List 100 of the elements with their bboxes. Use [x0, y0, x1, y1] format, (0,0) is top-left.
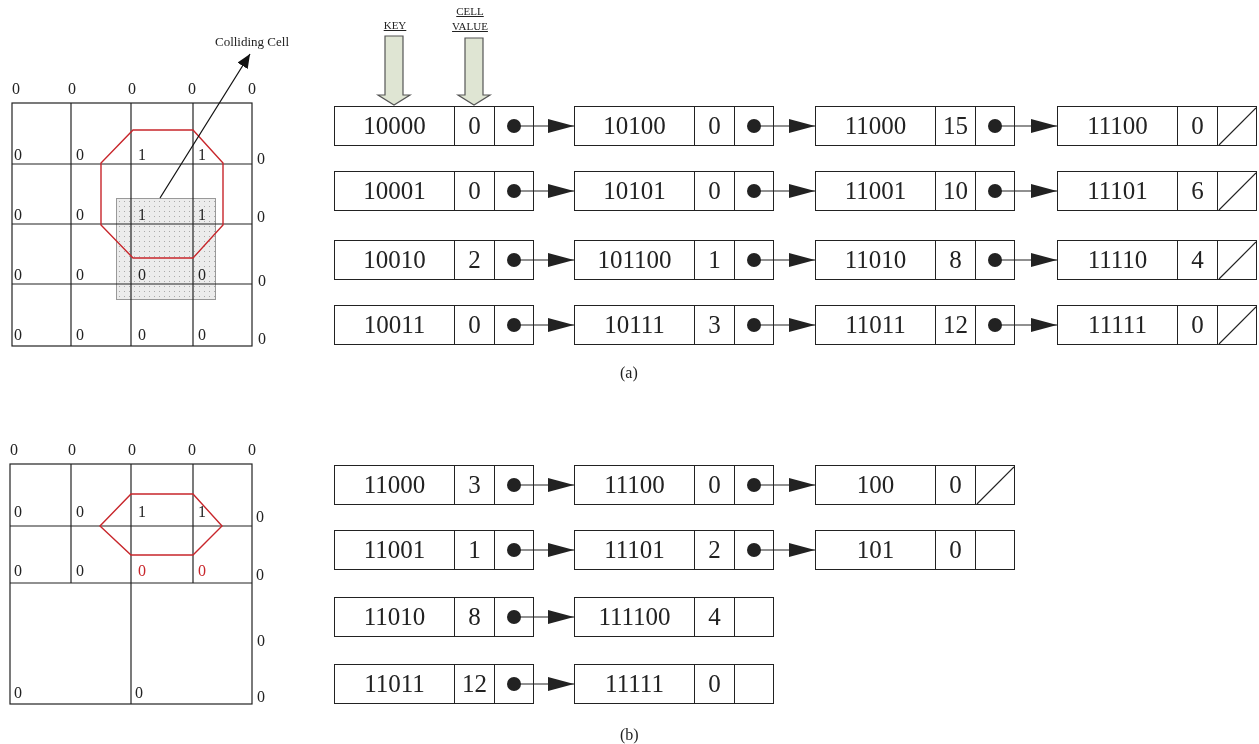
linked-list-node [334, 664, 534, 704]
value-field: 0 [936, 531, 976, 569]
key-field: 11011 [816, 306, 936, 344]
grid-value: 0 [10, 441, 18, 459]
grid-value: 0 [138, 266, 146, 284]
grid-value: 0 [14, 562, 22, 580]
value-field: 0 [936, 466, 976, 504]
linked-list-node [574, 664, 774, 704]
grid-value: 0 [257, 632, 265, 650]
key-field: 111100 [575, 598, 695, 636]
callout-text: Colliding Cell [206, 34, 298, 50]
value-field: 10 [936, 172, 976, 210]
grid-value: 0 [198, 266, 206, 284]
key-field: 11111 [575, 665, 695, 703]
value-field: 2 [455, 241, 495, 279]
value-field: 4 [695, 598, 735, 636]
pointer-arrow [747, 253, 816, 267]
grid-value: 0 [198, 326, 206, 344]
key-field: 10010 [335, 241, 455, 279]
key-field: 100 [816, 466, 936, 504]
pointer-arrow [747, 478, 816, 492]
grid-value: 0 [14, 146, 22, 164]
key-field: 11000 [816, 107, 936, 145]
pointer-arrow [988, 119, 1058, 133]
key-field: 11100 [575, 466, 695, 504]
grid-value: 0 [14, 503, 22, 521]
grid-value: 0 [76, 206, 84, 224]
linked-list-node [334, 106, 534, 146]
block-arrow [375, 35, 413, 106]
value-field: 4 [1178, 241, 1218, 279]
linked-list-node [1057, 305, 1257, 345]
grid-value: 0 [138, 562, 146, 580]
value-field: 3 [695, 306, 735, 344]
grid-value: 0 [76, 146, 84, 164]
grid-value: 0 [14, 684, 22, 702]
value-field: 0 [1178, 306, 1218, 344]
key-field: 10101 [575, 172, 695, 210]
value-field: 12 [455, 665, 495, 703]
linked-list-node [574, 305, 774, 345]
grid-value: 0 [76, 562, 84, 580]
value-field: 8 [455, 598, 495, 636]
key-field: 11001 [335, 531, 455, 569]
key-field: 11101 [1058, 172, 1178, 210]
pointer-arrow [507, 184, 575, 198]
grid-value: 0 [188, 80, 196, 98]
key-field: 11100 [1058, 107, 1178, 145]
grid-value: 0 [76, 503, 84, 521]
linked-list-node [574, 240, 774, 280]
grid-value: 0 [257, 688, 265, 706]
pointer-arrow [747, 184, 816, 198]
grid-value: 0 [258, 330, 266, 348]
grid-value: 1 [198, 146, 206, 164]
grid-value: 0 [68, 80, 76, 98]
key-field: 10100 [575, 107, 695, 145]
pointer-arrow [988, 318, 1058, 332]
grid-value: 0 [258, 272, 266, 290]
grid-value: 1 [198, 503, 206, 521]
key-field: 101100 [575, 241, 695, 279]
linked-list-node [574, 465, 774, 505]
key-field: 10000 [335, 107, 455, 145]
grid-value: 0 [14, 266, 22, 284]
grid-value: 0 [128, 441, 136, 459]
key-field: 11110 [1058, 241, 1178, 279]
linked-list-node [1057, 106, 1257, 146]
grid-value: 0 [76, 326, 84, 344]
value-field: 0 [455, 172, 495, 210]
grid-value: 0 [248, 80, 256, 98]
panel-caption: (a) [620, 364, 638, 382]
value-field: 0 [1178, 107, 1218, 145]
key-field: 10111 [575, 306, 695, 344]
value-field: 0 [695, 107, 735, 145]
value-field: 15 [936, 107, 976, 145]
grid-value: 0 [138, 326, 146, 344]
linked-list-node [574, 530, 774, 570]
grid-value: 1 [138, 146, 146, 164]
grid-value: 0 [135, 684, 143, 702]
linked-list-node [334, 530, 534, 570]
value-field: 0 [695, 172, 735, 210]
linked-list-node [574, 106, 774, 146]
key-field: 11111 [1058, 306, 1178, 344]
linked-list-node [815, 465, 1015, 505]
linked-list-node [815, 305, 1015, 345]
pointer-arrow [507, 478, 575, 492]
linked-list-node [334, 171, 534, 211]
column-heading: CELL VALUE [448, 4, 492, 34]
key-field: 11010 [335, 598, 455, 636]
shaded-region [116, 198, 216, 300]
pointer-arrow [988, 184, 1058, 198]
pointer-arrow [747, 119, 816, 133]
key-field: 101 [816, 531, 936, 569]
linked-list-node [1057, 171, 1257, 211]
pointer-arrow [747, 543, 816, 557]
value-field: 0 [455, 107, 495, 145]
pointer-arrow [507, 119, 575, 133]
leader-arrow [159, 53, 251, 199]
key-field: 11101 [575, 531, 695, 569]
pointer-arrow [507, 677, 575, 691]
grid-value: 0 [14, 326, 22, 344]
linked-list-node [574, 597, 774, 637]
pointer-arrow [507, 543, 575, 557]
